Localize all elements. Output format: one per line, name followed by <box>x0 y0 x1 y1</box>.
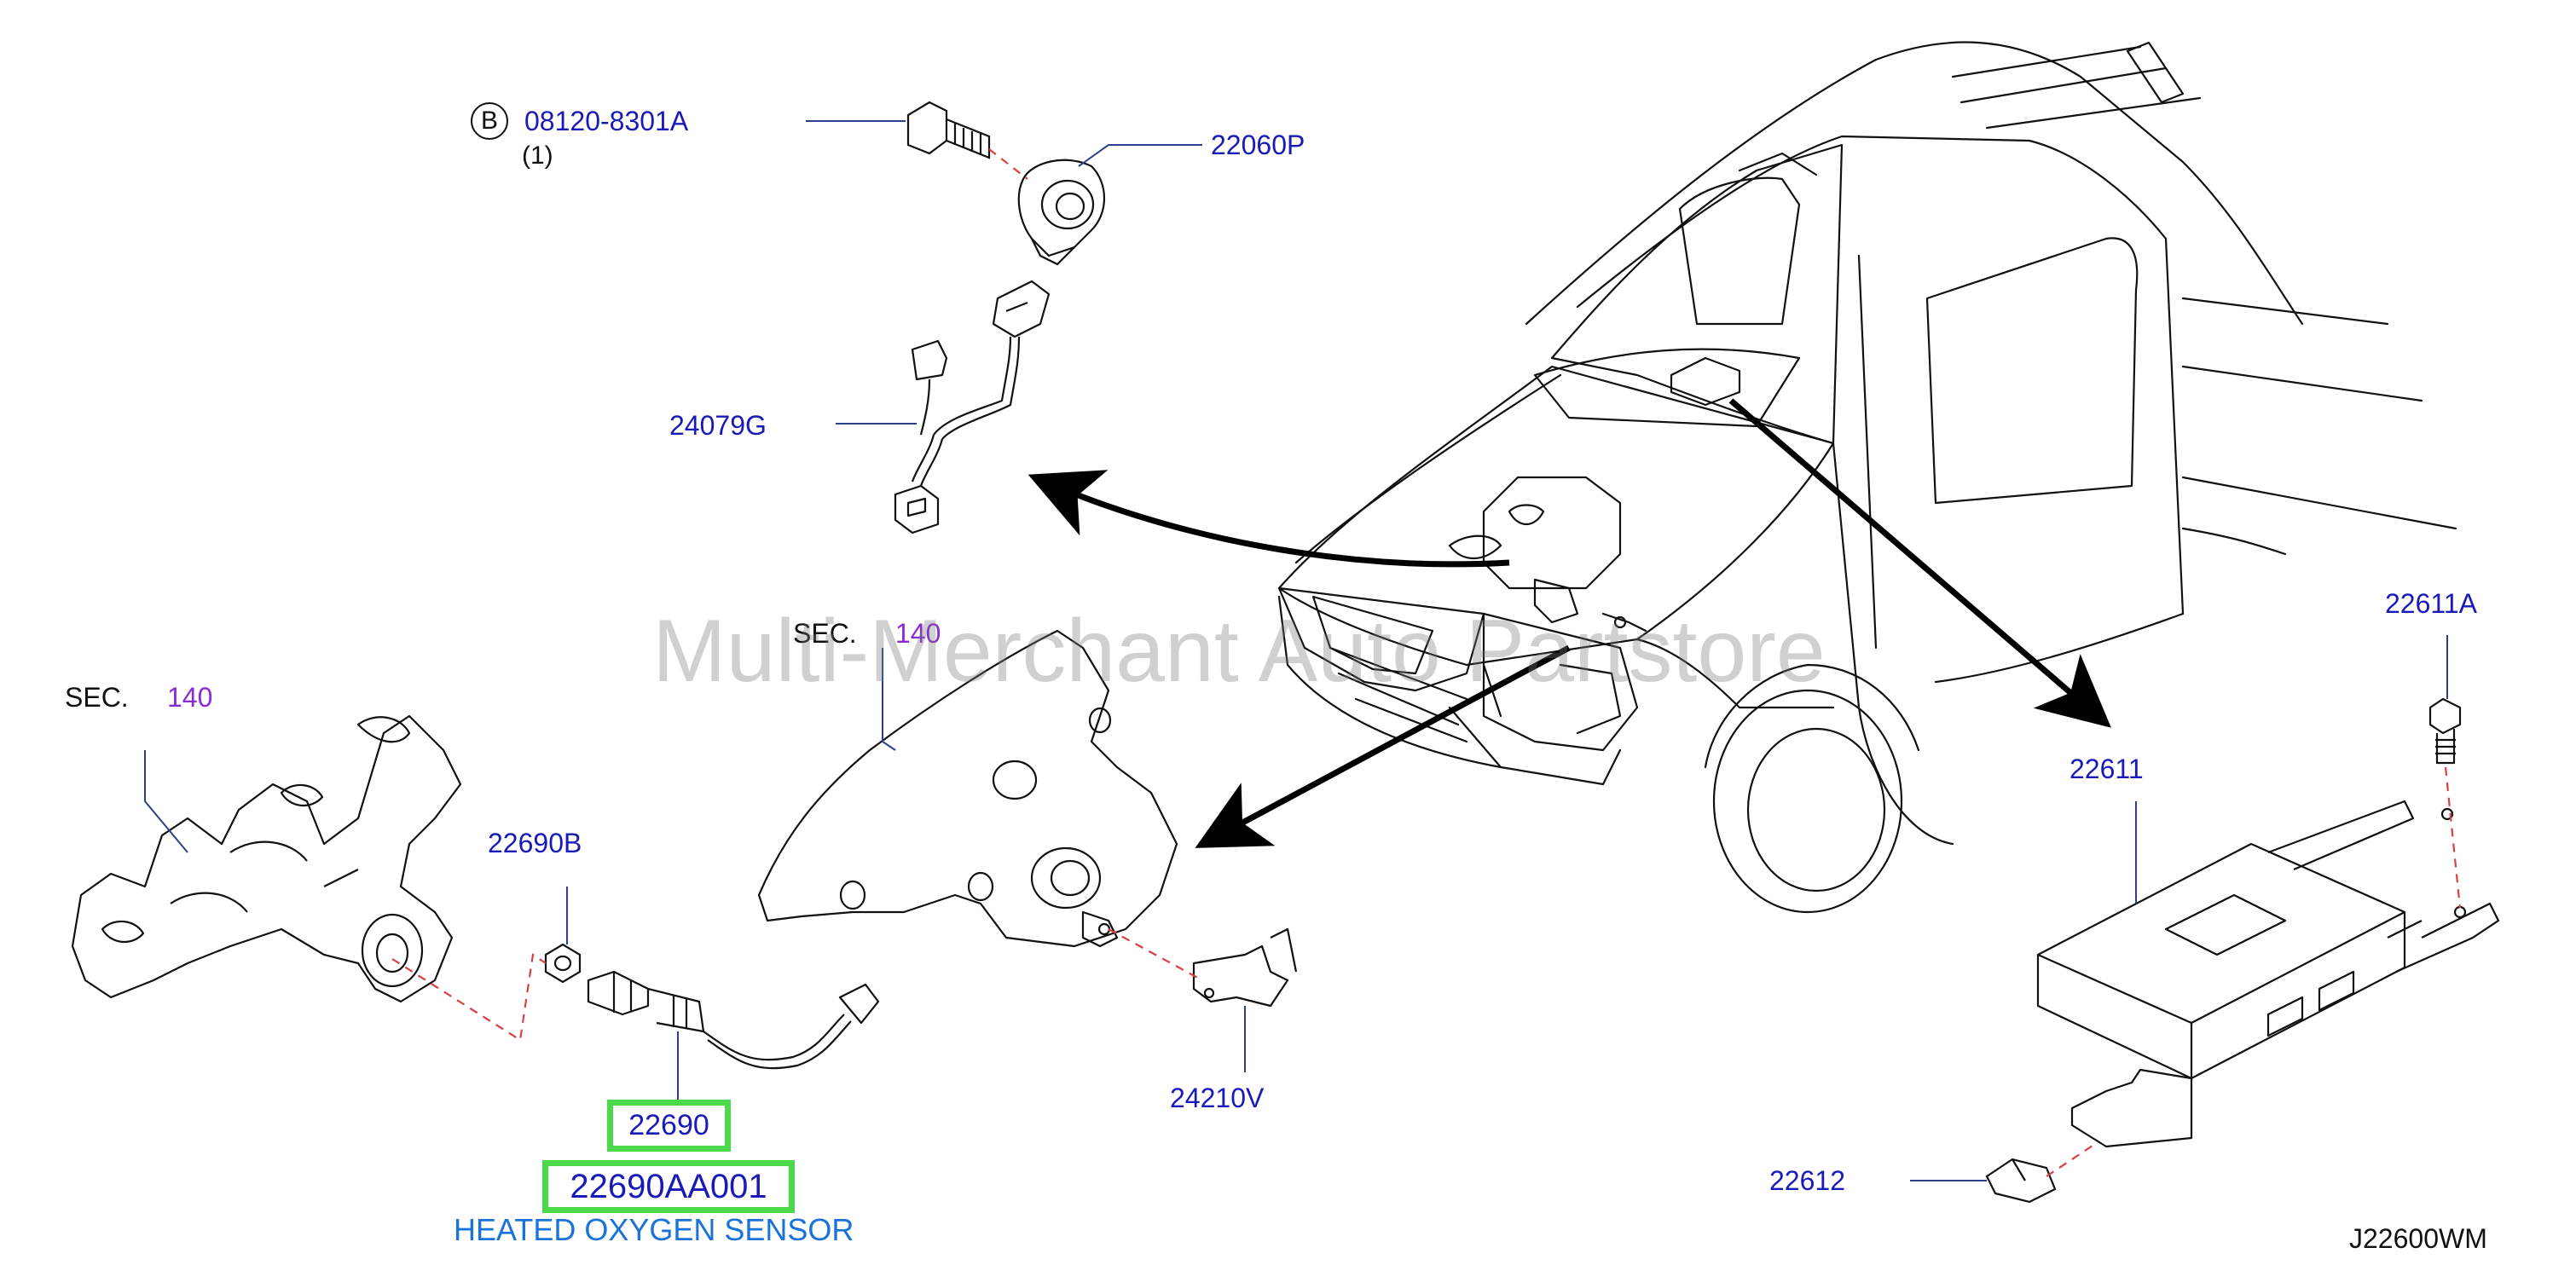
diagram-code: J22600WM <box>2349 1223 2487 1254</box>
label-knock-sensor[interactable]: 22060P <box>1211 130 1305 160</box>
label-sec-center: SEC. <box>793 618 857 649</box>
assembly-dash-lines <box>391 148 2462 1177</box>
ecu-illustration <box>2036 800 2500 1148</box>
label-sensor-name: HEATED OXYGEN SENSOR <box>454 1212 854 1247</box>
bolt-circle-marker: B <box>471 102 508 140</box>
label-sec-left: SEC. <box>65 682 129 713</box>
label-nut[interactable]: 22690B <box>488 828 582 858</box>
harness-illustration <box>894 280 1051 534</box>
label-bolt-qty: (1) <box>522 142 553 170</box>
label-sec-left-num[interactable]: 140 <box>167 682 213 713</box>
label-ecu-bolt[interactable]: 22611A <box>2385 588 2477 619</box>
label-bolt-part[interactable]: 08120-8301A <box>524 106 689 136</box>
oxygen-sensor-illustration <box>587 970 880 1070</box>
exhaust-manifold-illustration <box>71 714 462 1003</box>
knock-sensor-illustration <box>1017 159 1106 266</box>
leader-lines <box>144 120 2448 1181</box>
sensor-ref-highlight[interactable]: 22690 <box>607 1100 731 1152</box>
bracket-illustration <box>1192 927 1298 1008</box>
truck-illustration <box>1277 41 2457 914</box>
sensor-part-highlight[interactable]: 22690AA001 <box>542 1160 795 1213</box>
location-arrows <box>1028 398 2111 848</box>
label-bracket[interactable]: 24210V <box>1170 1083 1265 1113</box>
label-clip[interactable]: 22612 <box>1769 1165 1845 1196</box>
label-sensor-part: 22690AA001 <box>570 1168 767 1205</box>
heat-shield-illustration <box>757 629 1178 948</box>
knock-sensor-bolt-illustration <box>906 101 991 159</box>
label-ecu[interactable]: 22611 <box>2069 754 2144 784</box>
ecu-bolt-illustration <box>2428 697 2462 765</box>
label-sec-center-num[interactable]: 140 <box>895 618 941 649</box>
label-harness[interactable]: 24079G <box>669 410 767 441</box>
clip-illustration <box>1985 1158 2057 1204</box>
label-sensor-ref: 22690 <box>628 1109 709 1141</box>
nut-illustration <box>544 943 582 984</box>
